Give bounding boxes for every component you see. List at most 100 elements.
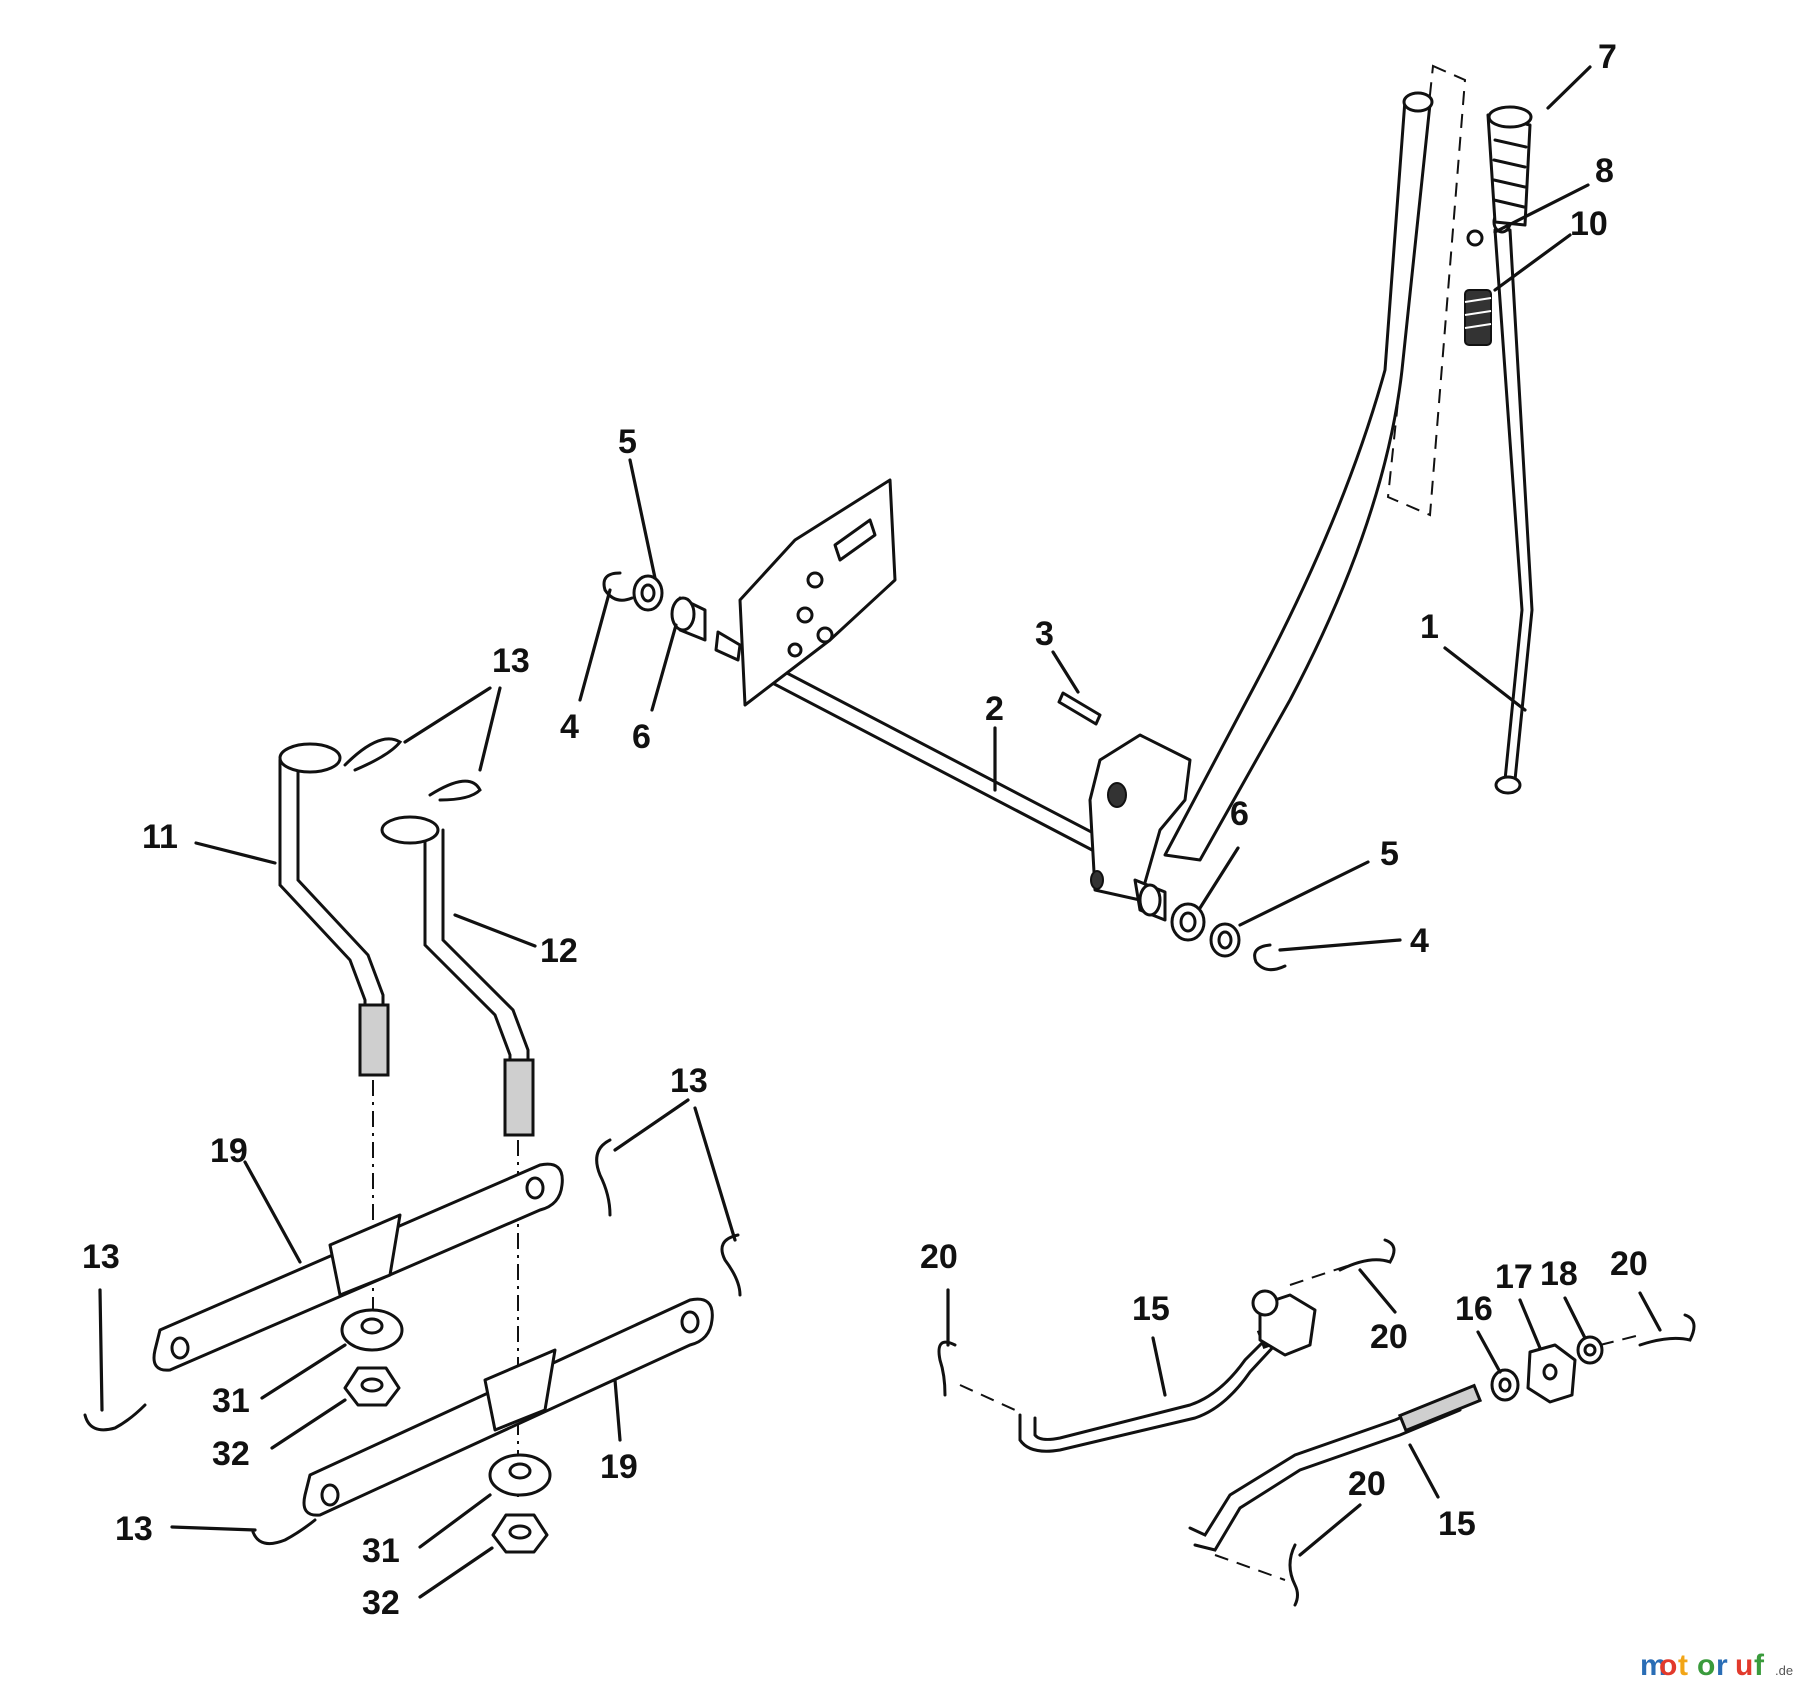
leader-32a (270, 1398, 347, 1450)
spring (1464, 289, 1492, 346)
leader-32b (418, 1546, 494, 1599)
leader-4b (1278, 938, 1402, 952)
callout-17: 17 (1495, 1258, 1533, 1296)
rod-dash-c (1599, 1334, 1641, 1346)
lift-link-right-top (380, 815, 440, 845)
callout-10: 10 (1570, 205, 1608, 243)
callout-31b: 31 (362, 1532, 400, 1570)
lift-link-left-thread (358, 1003, 390, 1077)
callout-16: 16 (1455, 1290, 1493, 1328)
lift-link-left (278, 758, 367, 1067)
nut-upper-hole (360, 1377, 384, 1393)
plate-hole-2 (796, 606, 814, 624)
callout-32b: 32 (362, 1584, 400, 1622)
watermark-letter: r (1716, 1649, 1728, 1682)
callout-13b: 13 (670, 1062, 708, 1100)
callout-15a: 15 (1132, 1290, 1170, 1328)
hairpin-clip-c (595, 1138, 612, 1217)
leader-1 (1443, 646, 1527, 712)
callout-20a: 20 (920, 1238, 958, 1276)
lift-rod-bottom (1494, 775, 1522, 795)
leader-20d (1298, 1503, 1362, 1557)
leader-15a (1151, 1336, 1167, 1397)
watermark-letter: f (1754, 1649, 1765, 1682)
lift-link-left-top (278, 742, 342, 774)
leader-20b (1358, 1268, 1397, 1314)
leader-13b (478, 686, 502, 772)
lift-rod (1493, 228, 1534, 782)
callout-11: 11 (142, 818, 178, 856)
callout-5a: 5 (618, 423, 637, 461)
swivel-nut-hole (1583, 1343, 1597, 1357)
leader-13d (693, 1106, 737, 1242)
callout-31a: 31 (212, 1382, 250, 1420)
callout-6b: 6 (1230, 795, 1249, 833)
watermark-letter: u (1735, 1649, 1753, 1682)
spacer-upper-hole (360, 1317, 384, 1335)
leader-13f (170, 1525, 257, 1532)
handle-grip-top (1487, 105, 1533, 129)
washer-left-hole (640, 583, 656, 603)
lift-arm-lower-rib (483, 1348, 557, 1432)
adjust-rod-upper-outer (1018, 1343, 1277, 1453)
callout-15b: 15 (1438, 1505, 1476, 1543)
swivel-block-hole (1542, 1363, 1558, 1381)
plate-hole-1 (806, 571, 824, 589)
rod-dash-d (1214, 1554, 1286, 1581)
clip-20-b (1338, 1238, 1396, 1272)
plate-hole-3 (816, 626, 834, 644)
leader-6b (1198, 846, 1240, 910)
leader-19b (613, 1378, 622, 1442)
bushing-left-stub (714, 630, 742, 662)
handle-grip-outline (1386, 64, 1467, 517)
bushing-right-face (1138, 883, 1162, 917)
callout-8: 8 (1595, 152, 1614, 190)
lever-bracket (1088, 733, 1192, 902)
lift-arm-lower-hole-a (320, 1483, 340, 1507)
leader-13a (403, 686, 492, 744)
leader-3 (1051, 650, 1080, 694)
leader-15b (1408, 1443, 1440, 1499)
washer-right-a-hole (1179, 911, 1197, 933)
watermark-suffix: .de (1775, 1663, 1793, 1678)
rod-dash-a (959, 1384, 1016, 1411)
callout-20b: 20 (1370, 1318, 1408, 1356)
clip-20-d (1288, 1543, 1299, 1607)
plate-hole-4 (787, 642, 803, 658)
clip-20-a (937, 1340, 957, 1397)
leader-31a (260, 1343, 347, 1400)
lift-link-right (423, 828, 512, 1122)
roll-pin (1057, 691, 1102, 726)
handle-grip (1486, 113, 1532, 227)
leader-20c (1638, 1291, 1662, 1332)
callout-32a: 32 (212, 1435, 250, 1473)
callout-6a: 6 (632, 718, 651, 756)
retaining-ring-right (1253, 943, 1287, 972)
callout-20c: 20 (1610, 1245, 1648, 1283)
leader-6a (650, 623, 678, 712)
callout-20d: 20 (1348, 1465, 1386, 1503)
callout-1: 1 (1420, 608, 1439, 646)
grip-ridge-3 (1492, 178, 1527, 189)
leader-5a (628, 458, 657, 580)
callout-13d: 13 (115, 1510, 153, 1548)
plate-slot (833, 518, 877, 562)
leader-8 (1493, 183, 1590, 234)
watermark-letter: t (1678, 1649, 1688, 1682)
hairpin-clip-d (720, 1233, 742, 1297)
lift-arm-lower-hole-b (680, 1310, 700, 1334)
leader-4a (578, 588, 612, 702)
leader-10 (1493, 233, 1572, 292)
washer-right-b-hole (1217, 930, 1233, 950)
lift-link-right-thread (503, 1058, 535, 1137)
lift-arm-upper-rib (328, 1213, 402, 1297)
callout-18: 18 (1540, 1255, 1578, 1293)
callout-13c: 13 (82, 1238, 120, 1276)
lift-arm-upper-hole-b (525, 1176, 545, 1200)
leader-17 (1518, 1298, 1542, 1350)
leader-19a (243, 1160, 302, 1264)
rod-dash-b (1289, 1264, 1351, 1286)
detent-ball (1466, 229, 1484, 247)
nut-lower-hole (508, 1524, 532, 1540)
spring-coil-1 (1464, 297, 1492, 303)
